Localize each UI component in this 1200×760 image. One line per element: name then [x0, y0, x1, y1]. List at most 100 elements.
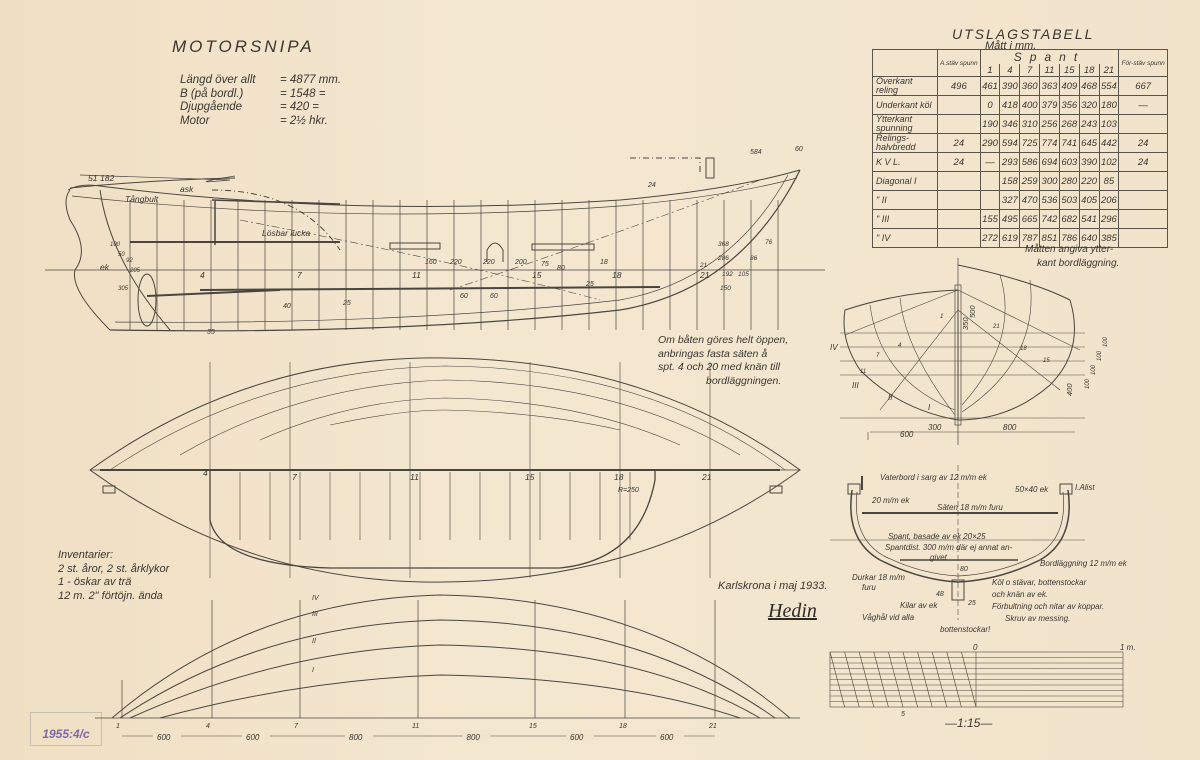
midship-section — [830, 465, 1085, 620]
table-cell: 24 — [937, 152, 981, 172]
spacing-label: 600 — [157, 733, 171, 742]
dim-label: 100 — [1103, 336, 1109, 347]
scale-diagonal — [946, 651, 962, 708]
dim-label: 75 — [541, 261, 549, 268]
dimension-gap — [242, 730, 270, 741]
station-label: 7 — [297, 270, 302, 280]
section-line — [961, 274, 1006, 406]
station-label: 7 — [294, 723, 299, 730]
table-note-line: Måtten angiva ytter- — [1025, 244, 1114, 255]
cleat — [769, 485, 783, 494]
spec-value: = 2½ hkr. — [280, 114, 328, 127]
dim-label: 200 — [514, 259, 527, 266]
dimension-gap — [345, 730, 373, 741]
station-label: 11 — [410, 472, 419, 482]
signature: Hedin — [768, 600, 817, 622]
table-cell — [1118, 228, 1168, 248]
dim-label: 350 — [961, 317, 970, 330]
thwart — [389, 242, 441, 250]
spec-length: Längd över allt= 4877 mm. — [180, 74, 341, 88]
table-cell: 787 — [1019, 228, 1041, 248]
note-spantdist: Spantdist. 300 m/m där ej annat an- — [885, 543, 1013, 552]
section-line — [869, 304, 956, 411]
diagonal-frames — [121, 600, 716, 718]
scale-diagonal — [858, 651, 875, 708]
dim-label: 800 — [1003, 423, 1017, 432]
dim-label: 60 — [490, 293, 498, 300]
dim-label: 60 — [795, 146, 803, 153]
diagonal-line — [957, 309, 1061, 391]
dim-label: 21 — [699, 262, 708, 269]
diagonal-ii — [129, 644, 761, 719]
note-durkar: Durkar 18 m/m — [852, 573, 905, 582]
inner-stern — [99, 189, 171, 331]
scale-diagonal — [829, 651, 845, 708]
diagonal-label: IV — [830, 343, 838, 352]
station-label: 11 — [860, 369, 866, 375]
table-station-row: 1 4 7 11 15 18 21 — [873, 64, 1168, 77]
part-label: ask — [180, 184, 194, 194]
table-title: UTSLAGSTABELL — [952, 26, 1095, 42]
dimension-gap — [462, 730, 491, 741]
dim-label: 500 — [968, 305, 977, 318]
dim-label: 100 — [1091, 364, 1097, 375]
table-subtitle: Mått i mm. — [985, 40, 1037, 52]
dim-label: 305 — [118, 286, 129, 292]
dim-label: 50 — [118, 252, 125, 258]
drawing-title: MOTORSNIPA — [172, 37, 315, 56]
dim-label: 100 — [110, 242, 121, 248]
diagonal-label: III — [312, 611, 318, 618]
station-label: 4 — [206, 723, 210, 730]
dim-label: 150 — [720, 285, 731, 292]
note-vaghal: bottenstockar! — [940, 625, 991, 634]
spec-motor: Motor= 2½ hkr. — [180, 115, 341, 129]
archive-stamp: 1955:4/c — [30, 712, 102, 746]
stern-post — [65, 189, 111, 331]
dim-label: 100 — [1097, 350, 1103, 361]
note-ek5040: 50×40 ek — [1015, 485, 1049, 494]
profile-view — [45, 157, 825, 332]
part-label: Tångbult — [125, 194, 159, 204]
open-boat-note: Om båten göres helt öppen, anbringas fas… — [658, 334, 788, 388]
dim-label: 80 — [960, 566, 968, 573]
propeller — [137, 273, 157, 327]
fore-sections — [957, 264, 1075, 421]
dimension-gap — [656, 730, 684, 741]
frame-section — [855, 491, 1065, 577]
dim-label: 600 — [900, 430, 914, 439]
scale-zero-label: 0 — [973, 643, 978, 652]
inventory-heading: Inventarier: — [58, 549, 114, 561]
frames — [129, 200, 779, 330]
hull-section — [850, 489, 1070, 583]
place-date: Karlskrona i maj 1933. — [718, 580, 828, 592]
diagonal-line — [957, 289, 1081, 351]
diagonal-label: II — [312, 638, 316, 645]
stem — [954, 284, 962, 426]
scale-one-label: 1 m. — [1120, 643, 1136, 652]
dim-label: 25 — [967, 600, 976, 607]
dim-label: 192 — [722, 271, 733, 278]
spec-beam: B (på bordl.)= 1548 = — [180, 88, 341, 102]
dim-label: 286 — [717, 255, 729, 262]
scale-diagonal — [917, 651, 933, 708]
note-bordlaggning: Bordläggning 12 m/m ek — [1040, 559, 1128, 568]
part-label: Lösbar lucka — [262, 228, 310, 238]
spacing-label: 600 — [246, 733, 260, 742]
dim-label: 35 — [207, 329, 215, 336]
keel — [951, 579, 965, 601]
diagonal-i — [159, 674, 741, 719]
note-line: spt. 4 och 20 med knän till — [658, 361, 780, 373]
inventory-list: Inventarier: 2 st. åror, 2 st. årklykor … — [58, 549, 169, 603]
note-kol: Köl o stävar, bottenstockar — [992, 578, 1087, 587]
table-header-row: A.stäv spunn Spant För-stäv spunn — [872, 49, 1168, 77]
note-ek20: 20 m/m ek — [871, 496, 910, 505]
note-line: Om båten göres helt öppen, — [658, 334, 789, 346]
inventory-item: 1 - öskar av trä — [58, 576, 132, 588]
dim-label: 76 — [765, 239, 773, 246]
station-label: 15 — [529, 723, 537, 730]
scale-diagonal — [873, 651, 889, 708]
station-label: 18 — [612, 270, 622, 280]
dim-label: 92 — [126, 258, 133, 264]
half-breadth-frames — [209, 362, 711, 578]
station-dimensions — [122, 730, 715, 741]
